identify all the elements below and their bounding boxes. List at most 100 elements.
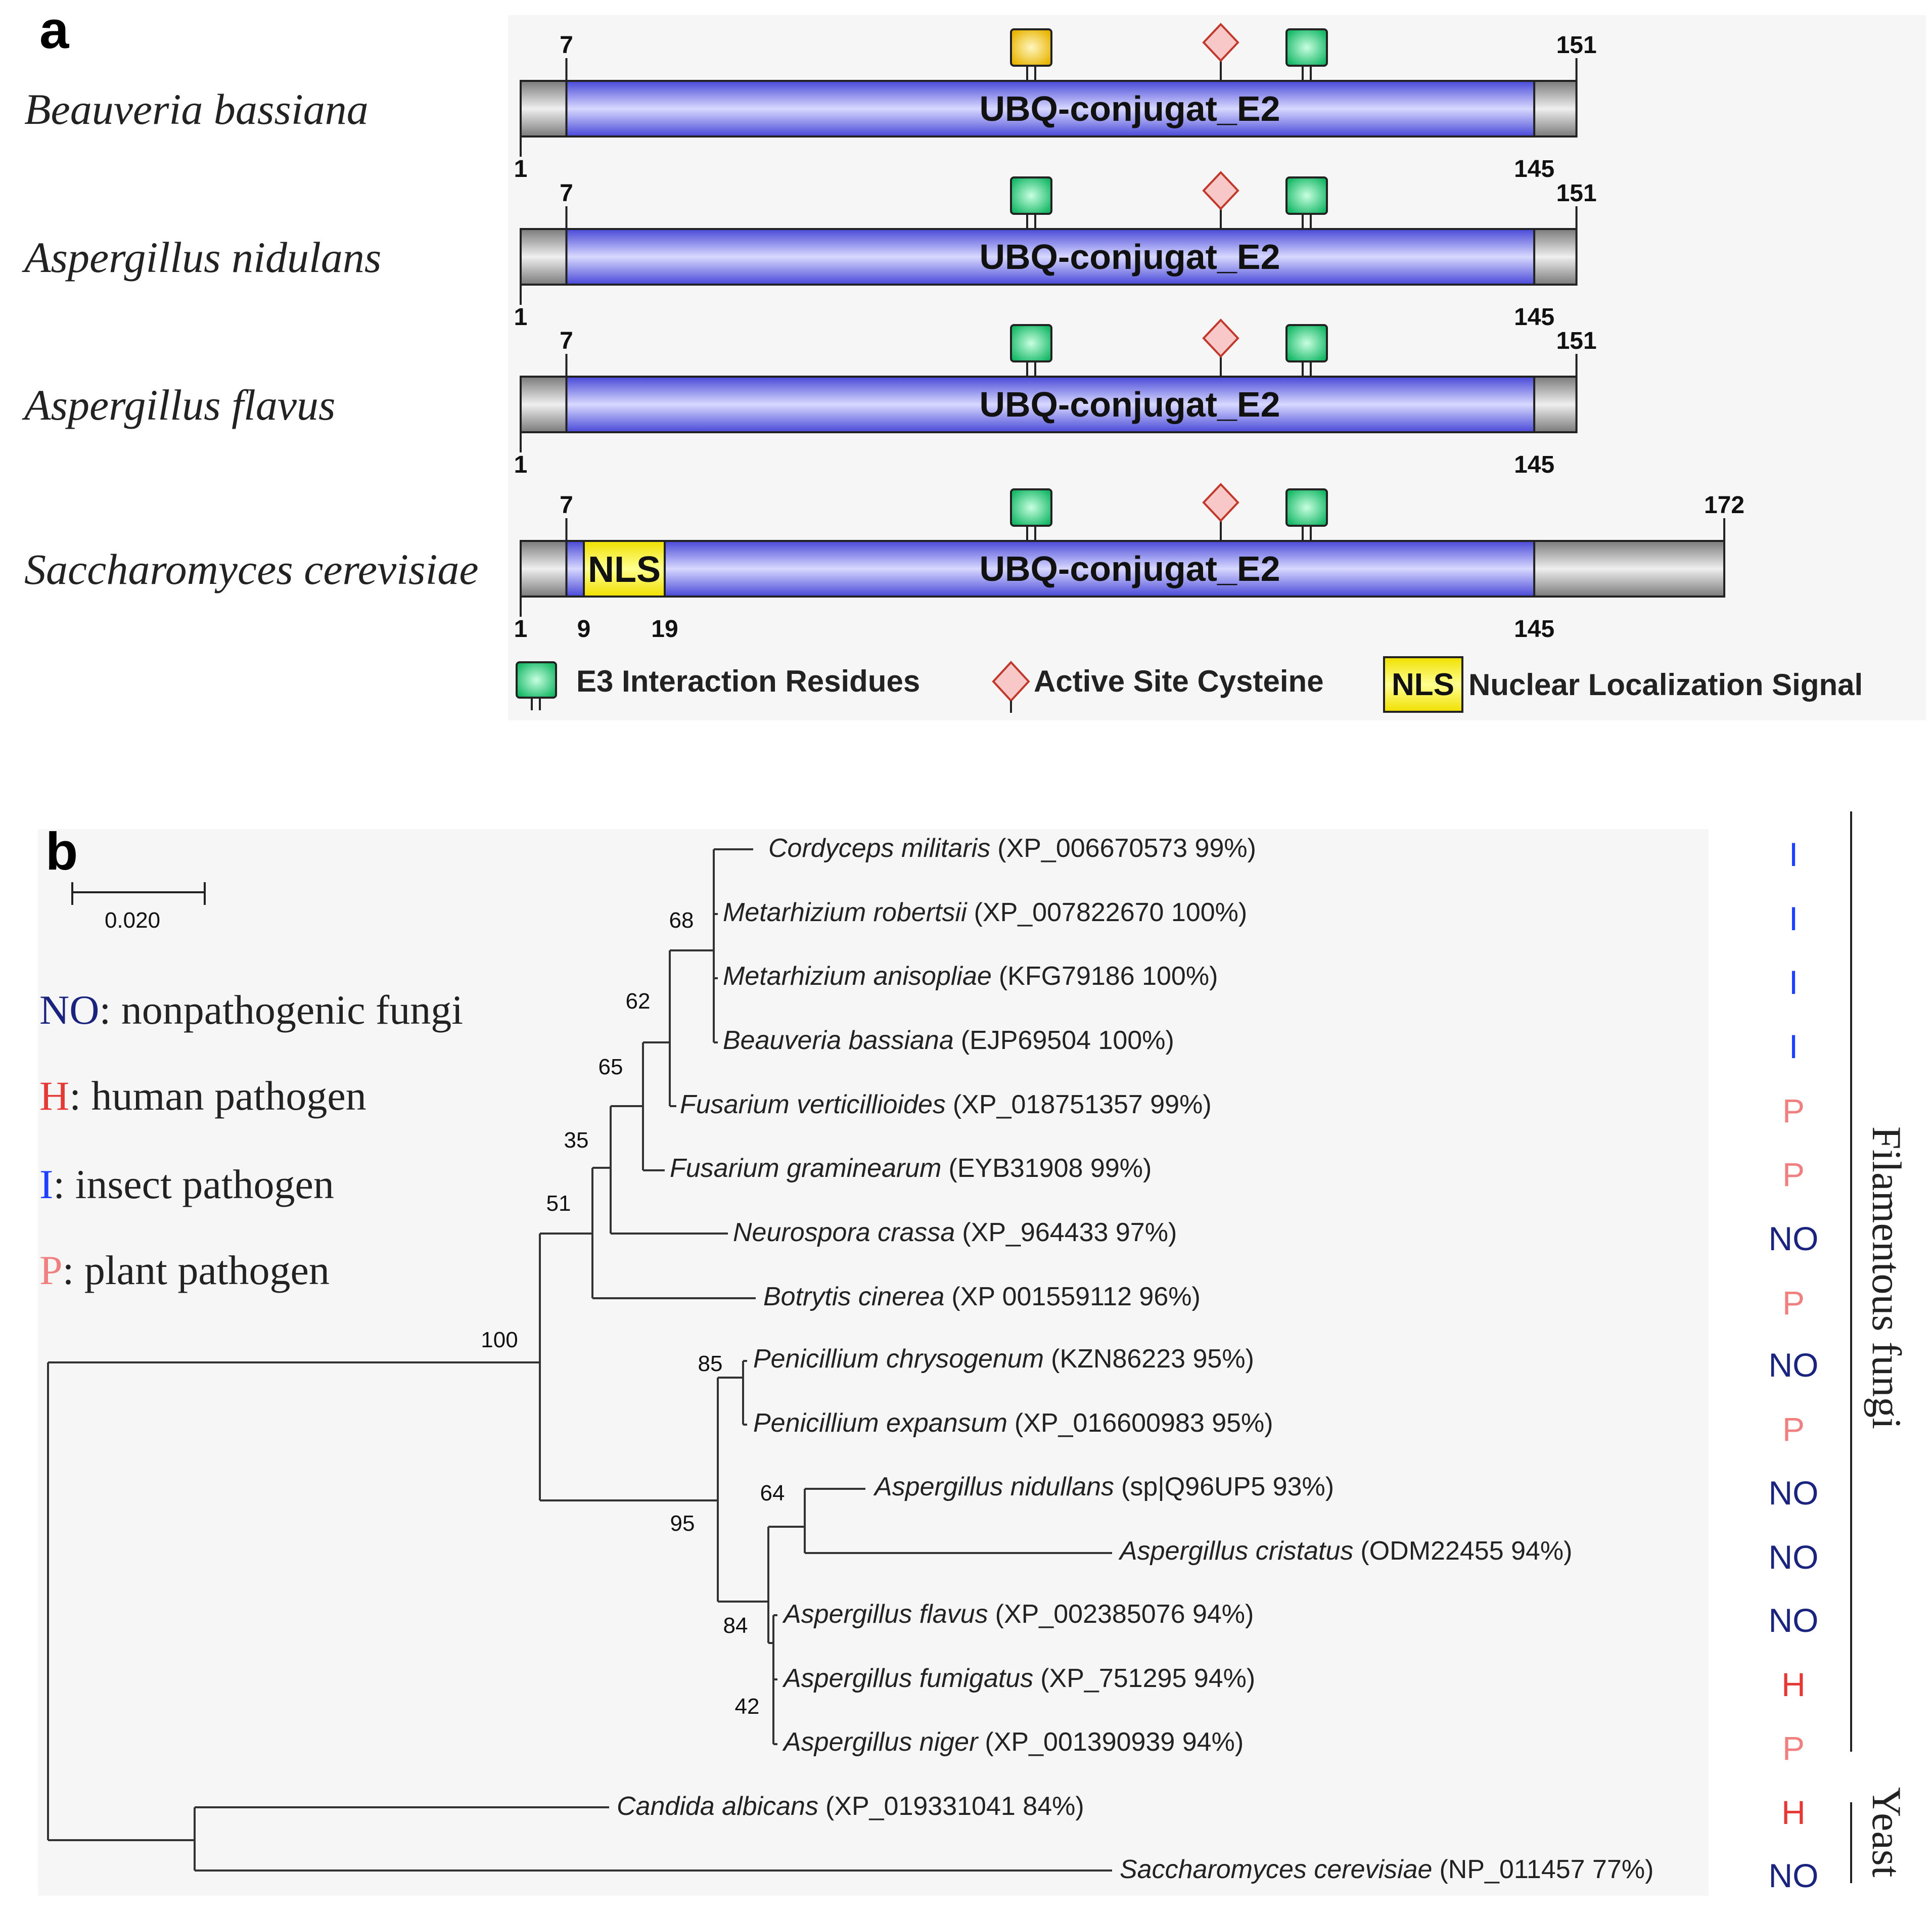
legend-code: NO [39,987,99,1033]
legend-entry: I: insect pathogen [39,1161,334,1207]
taxon-accession: (EYB31908 99%) [949,1154,1152,1183]
active-site-cysteine-marker [1202,23,1239,81]
position-label: 145 [1514,156,1554,183]
bootstrap-value: 62 [626,989,651,1014]
scale-bar-label: 0.020 [105,908,160,933]
taxon-label: Neurospora crassa(XP_964433 97%) [733,1218,1177,1247]
taxon-label: Penicillium expansum(XP_016600983 95%) [753,1408,1273,1438]
taxon-label: Aspergillus niger(XP_001390939 94%) [782,1727,1244,1757]
domain-label: UBQ-conjugat_E2 [979,385,1280,424]
legend-entry: NO: nonpathogenic fungi [39,987,463,1033]
ubq-domain [565,376,1536,433]
taxon-accession: (XP_964433 97%) [962,1218,1177,1247]
bootstrap-value: 85 [698,1351,723,1376]
taxon-species: Fusarium verticillioides [680,1090,946,1119]
e3-residue-marker [1285,488,1328,541]
bootstrap-value: 68 [669,908,694,933]
position-label: 7 [560,492,573,519]
taxon-label: Metarhizium anisopliae(KFG79186 100%) [723,962,1218,991]
bootstrap-value: 35 [564,1128,589,1153]
pathogen-code: H [1781,1794,1806,1831]
species-name: Aspergillus flavus [22,381,336,429]
taxon-species: Metarhizium robertsii [723,898,968,927]
position-label: 7 [560,32,573,59]
species-name: Saccharomyces cerevisiae [24,545,479,594]
taxon-label: Candida albicans(XP_019331041 84%) [617,1792,1084,1821]
position-label: 151 [1556,328,1597,354]
taxon-accession: (XP_016600983 95%) [1015,1408,1273,1438]
legend-code: H [39,1073,69,1119]
pathogen-code: I [1789,900,1798,937]
protein-row: Aspergillus nidulans UBQ-conjugat_E2 7 151 1… [22,171,1597,331]
taxon-label: Aspergillus flavus(XP_002385076 94%) [782,1600,1254,1629]
taxon-label: Penicillium chrysogenum(KZN86223 95%) [753,1344,1254,1374]
ubq-domain [565,540,1536,598]
taxon-species: Metarhizium anisopliae [723,962,992,991]
position-label: 9 [577,616,591,643]
pathogen-code: NO [1769,1602,1819,1639]
legend-text: : plant pathogen [63,1247,330,1293]
bootstrap-value: 65 [599,1055,623,1079]
taxon-species: Aspergillus fumigatus [782,1664,1033,1693]
e3-residue-marker [1010,176,1052,229]
legend-text: : human pathogen [69,1073,366,1119]
e3-residue-marker [1285,324,1328,377]
bootstrap-value: 95 [670,1511,695,1536]
position-label: 7 [560,328,573,354]
pathogen-code: P [1782,1410,1805,1448]
pathogen-code: P [1782,1284,1805,1321]
taxon-accession: (KFG79186 100%) [999,962,1218,991]
active-site-cysteine-marker [1202,318,1239,377]
taxon-accession: (XP 001559112 96%) [951,1282,1200,1311]
taxon-species: Neurospora crassa [733,1218,955,1247]
e3-residue-marker [1285,176,1328,229]
legend-code: I [39,1161,53,1207]
bootstrap-value: 51 [546,1191,571,1216]
taxon-species: Saccharomyces cerevisiae [1120,1855,1432,1884]
species-name: Beauveria bassiana [24,85,369,133]
taxon-label: Fusarium verticillioides(XP_018751357 99… [680,1090,1212,1119]
bootstrap-value: 84 [723,1613,748,1638]
pathogen-code: I [1789,836,1798,873]
e3-residue-marker [1010,324,1052,377]
species-name: Aspergillus nidulans [22,233,381,282]
pathogen-code: NO [1769,1346,1819,1384]
taxon-label: Cordyceps militaris(XP_006670573 99%) [768,834,1256,863]
taxon-label: Aspergillus nidullans(sp|Q96UP5 93%) [873,1472,1334,1501]
legend-code: P [39,1247,63,1293]
pathogen-code: NO [1769,1474,1819,1512]
position-label: 1 [514,304,528,331]
position-label: 145 [1514,451,1554,478]
taxon-label: Beauveria bassiana(EJP69504 100%) [723,1026,1174,1055]
position-label: 151 [1556,180,1597,207]
taxon-label: Aspergillus fumigatus(XP_751295 94%) [782,1664,1255,1693]
nls-legend-box-label: NLS [1392,667,1454,702]
taxon-species: Aspergillus cristatus [1118,1536,1353,1566]
domain-label: UBQ-conjugat_E2 [979,549,1280,588]
taxon-species: Aspergillus niger [782,1727,979,1757]
position-label: 7 [560,180,573,207]
legend-text: : nonpathogenic fungi [99,987,463,1033]
taxon-species: Cordyceps militaris [768,834,990,863]
panel-a-label: a [39,1,70,60]
taxon-accession: (XP_007822670 100%) [974,898,1248,927]
e3-legend-label: E3 Interaction Residues [576,664,920,698]
taxon-species: Beauveria bassiana [723,1026,954,1055]
e3-residue-marker [1285,28,1328,81]
position-label: 145 [1514,616,1554,643]
position-label: 1 [514,156,528,183]
e3-residue-marker [1010,488,1052,541]
taxon-accession: (XP_002385076 94%) [995,1600,1254,1629]
position-label: 1 [514,616,528,643]
e3-legend-icon [516,661,557,710]
domain-label: UBQ-conjugat_E2 [979,237,1280,277]
pathogen-code: I [1789,964,1798,1001]
